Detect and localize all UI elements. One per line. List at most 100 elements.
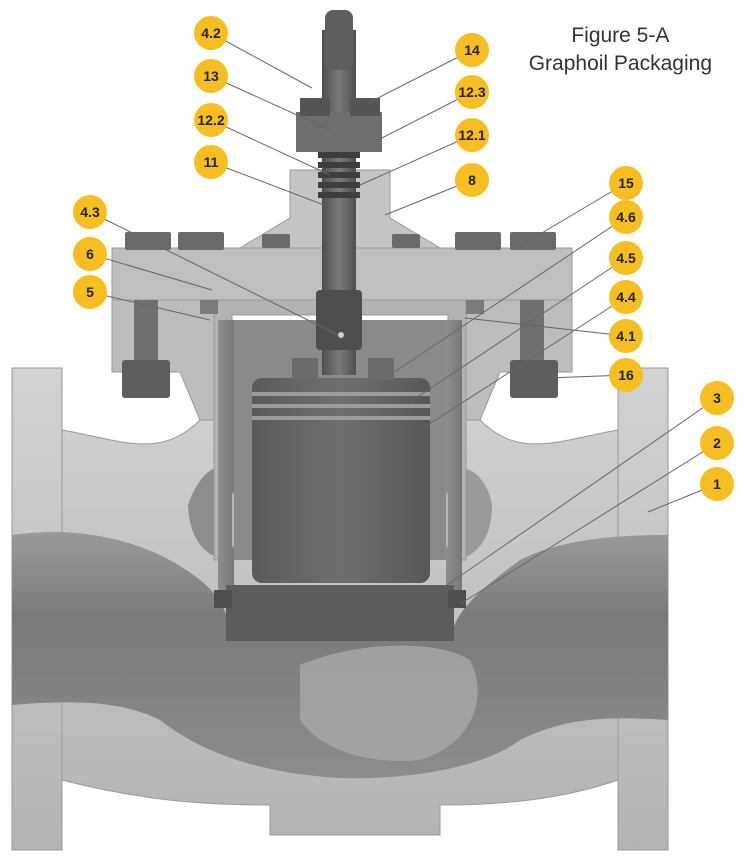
callout-3: 3 [700, 381, 734, 415]
plug [252, 358, 430, 583]
callout-badge-1 [700, 467, 734, 501]
nut-lower-right [510, 360, 558, 398]
callout-label-13: 13 [203, 68, 219, 84]
callout-badge-3 [700, 381, 734, 415]
callout-2: 2 [700, 426, 734, 460]
callout-8: 8 [455, 163, 489, 197]
stem-assembly [296, 10, 382, 375]
callout-label-15: 15 [618, 175, 634, 191]
nut-top-2 [178, 232, 224, 250]
callout-badge-4-4 [609, 280, 643, 314]
stem-lower-collar [316, 290, 362, 350]
seat-ring [214, 585, 466, 641]
nut-top-6 [510, 232, 556, 250]
leader-line-4-4 [419, 296, 627, 431]
leader-line-4-2 [210, 32, 313, 89]
callout-label-4-4: 4.4 [616, 289, 636, 305]
callout-badge-4-6 [609, 200, 643, 234]
callout-4-2: 4.2 [194, 16, 228, 50]
bore-highlight [300, 645, 478, 761]
plug-body [252, 378, 430, 583]
leader-line-12-3 [377, 91, 473, 141]
leader-line-12-1 [359, 134, 473, 186]
seat-ring-lip-left [214, 590, 232, 608]
callout-4-6: 4.6 [609, 200, 643, 234]
callout-12-3: 12.3 [455, 75, 489, 109]
callout-badge-12-3 [455, 75, 489, 109]
callout-label-14: 14 [464, 42, 480, 58]
callout-14: 14 [455, 33, 489, 67]
leader-line-15 [519, 182, 627, 247]
leader-line-11 [210, 161, 325, 206]
leader-line-3 [439, 397, 718, 591]
callout-badge-12-1 [455, 118, 489, 152]
callout-badge-13 [194, 59, 228, 93]
plug-ring-3 [252, 416, 430, 420]
seat-ring-body [226, 585, 454, 641]
callout-label-3: 3 [713, 390, 721, 406]
callout-12-1: 12.1 [455, 118, 489, 152]
callout-label-4-2: 4.2 [201, 25, 221, 41]
callout-4-5: 4.5 [609, 241, 643, 275]
leader-line-5 [89, 291, 211, 321]
callout-badge-2 [700, 426, 734, 460]
figure-caption: Figure 5-A Graphoil Packaging [529, 22, 712, 78]
packing-ring-3 [318, 172, 360, 178]
packing-ring-2 [318, 162, 360, 168]
callout-label-6: 6 [86, 246, 94, 262]
callout-label-1: 1 [713, 476, 721, 492]
leader-line-13 [210, 75, 331, 131]
leader-line-4-5 [409, 257, 627, 403]
callout-badge-6 [73, 237, 107, 271]
plug-nut-2 [368, 358, 394, 380]
nut-top-5 [455, 232, 501, 250]
plug-ring-2 [252, 404, 430, 408]
packing-ring-5 [318, 192, 360, 198]
leader-line-4-6 [389, 216, 627, 376]
packing-nut-right [350, 98, 380, 116]
plug-nut [292, 358, 318, 380]
callout-badge-4-1 [609, 319, 643, 353]
leader-line-6 [89, 253, 213, 291]
figure-title: Figure 5-A [571, 24, 670, 47]
stud-right [520, 300, 544, 360]
stem-pin [338, 332, 344, 338]
nut-top-4 [392, 234, 420, 248]
leader-line-4-1 [464, 317, 627, 337]
leader-lines [89, 32, 718, 605]
packing-ring-4 [318, 182, 360, 188]
callout-label-12-3: 12.3 [458, 84, 485, 100]
callout-label-4-1: 4.1 [616, 328, 636, 344]
callout-11: 11 [194, 145, 228, 179]
seat-ring-lip-right [448, 590, 466, 608]
packing-nut-left [300, 98, 330, 116]
plug-ring-1 [252, 392, 430, 396]
callout-label-16: 16 [618, 367, 634, 383]
callout-badge-8 [455, 163, 489, 197]
gasket-right [466, 300, 484, 314]
leader-line-4-3 [89, 211, 339, 336]
callout-12-2: 12.2 [194, 103, 228, 137]
callout-1: 1 [700, 467, 734, 501]
callout-4-4: 4.4 [609, 280, 643, 314]
callout-badge-12-2 [194, 103, 228, 137]
nut-lower-left [122, 360, 170, 398]
cage-right-wall [446, 320, 462, 590]
callout-label-11: 11 [204, 154, 219, 170]
packing-flange [296, 112, 382, 152]
stem-top [325, 10, 353, 70]
callout-label-4-6: 4.6 [616, 209, 636, 225]
callout-5: 5 [73, 275, 107, 309]
stud-left [134, 300, 158, 360]
callout-label-12-2: 12.2 [197, 112, 224, 128]
callout-label-2: 2 [713, 435, 721, 451]
packing-ring-1 [318, 152, 360, 158]
callout-badge-4-3 [73, 195, 107, 229]
callout-badge-16 [609, 358, 643, 392]
callout-4-1: 4.1 [609, 319, 643, 353]
callout-badge-14 [455, 33, 489, 67]
callout-4-3: 4.3 [73, 195, 107, 229]
callout-badge-4-5 [609, 241, 643, 275]
